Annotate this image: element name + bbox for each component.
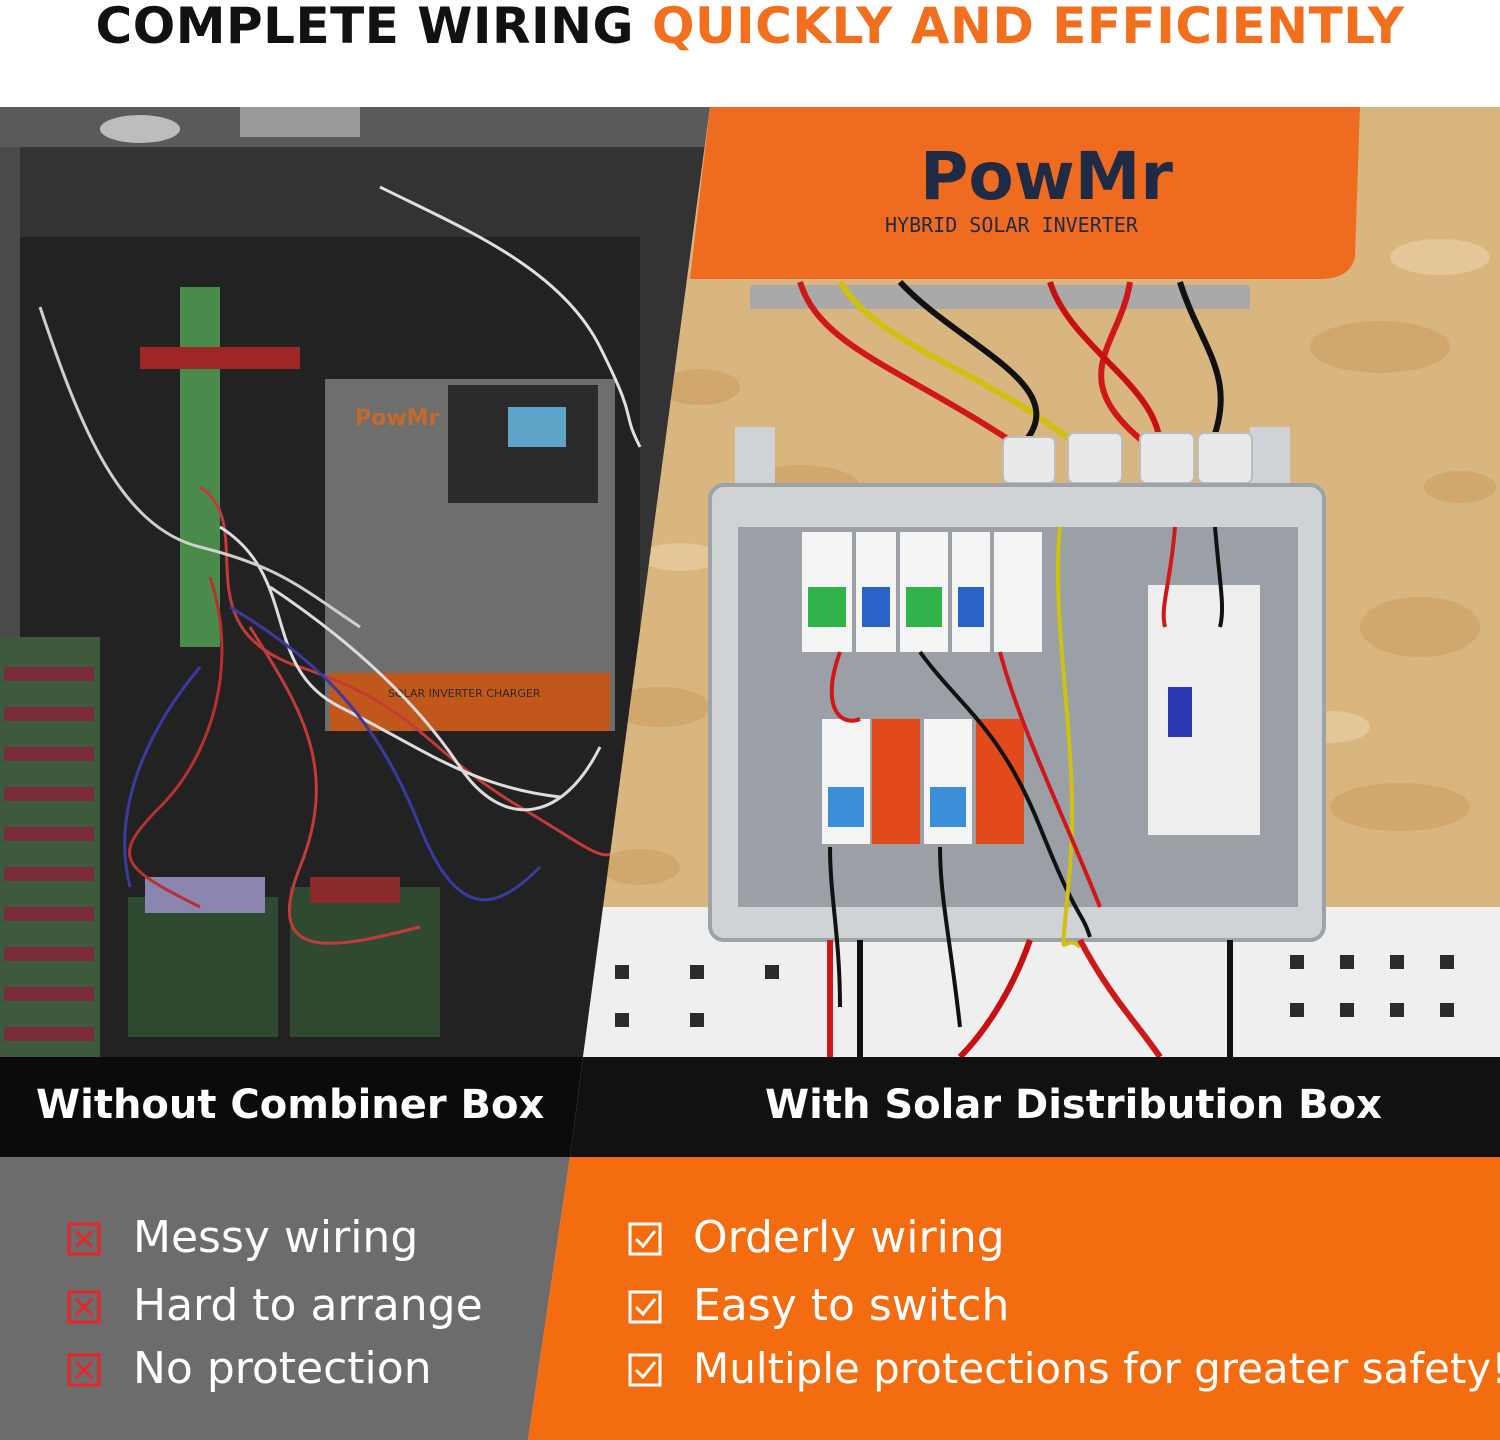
inverter-unit: PowMr SOLAR INVERTER CHARGER: [325, 379, 615, 731]
inverter-label-left: SOLAR INVERTER CHARGER: [388, 687, 541, 700]
inverter-unit-right: PowMr HYBRID SOLAR INVERTER: [690, 107, 1360, 279]
with-item-multiple-protections: Multiple protections for greater safety!: [693, 1344, 1500, 1393]
messy-enclosure-illustration: PowMr SOLAR INVERTER CHARGER: [0, 107, 710, 1057]
breakers-top-row: [802, 532, 1042, 652]
with-item-orderly-wiring: Orderly wiring: [693, 1212, 1005, 1263]
photo-without-combiner-box: PowMr SOLAR INVERTER CHARGER: [0, 107, 710, 1057]
headline-part-2: QUICKLY AND EFFICIENTLY: [651, 0, 1405, 55]
without-item-hard-to-arrange: Hard to arrange: [133, 1280, 483, 1331]
inverter-label-right: HYBRID SOLAR INVERTER: [885, 213, 1139, 237]
inverter-brand-left: PowMr: [355, 406, 439, 431]
caption-band-left: [0, 1057, 583, 1157]
panel-with-box: [528, 1157, 1500, 1440]
panel-without-box: [0, 1157, 570, 1440]
without-item-no-protection: No protection: [133, 1343, 432, 1394]
cross-box-icon: [67, 1222, 101, 1256]
check-box-icon: [628, 1290, 662, 1324]
headline: COMPLETE WIRING QUICKLY AND EFFICIENTLY: [0, 0, 1500, 60]
check-box-icon: [628, 1222, 662, 1256]
pegboard-holes: [615, 955, 1454, 1027]
caption-band-right: [570, 1057, 1500, 1157]
photo-with-solar-distribution-box: PowMr HYBRID SOLAR INVERTER: [583, 107, 1500, 1057]
inverter-brand-right: PowMr: [920, 138, 1173, 215]
caption-without-combiner-box: Without Combiner Box: [36, 1082, 545, 1128]
without-item-messy-wiring: Messy wiring: [133, 1212, 419, 1263]
caption-with-distribution-box: With Solar Distribution Box: [765, 1082, 1382, 1128]
with-item-easy-to-switch: Easy to switch: [693, 1280, 1010, 1331]
cross-box-icon: [67, 1353, 101, 1387]
distribution-box-illustration: PowMr HYBRID SOLAR INVERTER: [583, 107, 1500, 1057]
breakers-bottom-row: [822, 719, 1024, 844]
headline-part-1: COMPLETE WIRING: [95, 0, 635, 55]
check-box-icon: [628, 1353, 662, 1387]
cross-box-icon: [67, 1290, 101, 1324]
